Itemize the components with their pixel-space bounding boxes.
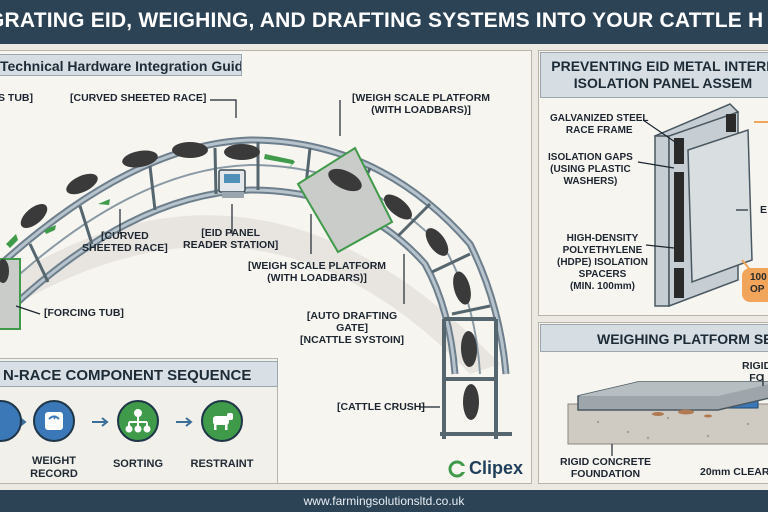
label-forcing-tub: [FORCING TUB] [44,307,124,319]
sorting-step [117,400,159,442]
title-banner: GRATING EID, WEIGHING, AND DRAFTING SYST… [0,0,768,44]
flow-arrows [6,154,295,248]
sequence-label-restraint: RESTRAINT [190,458,254,470]
cow-icon [213,413,233,430]
label-isolation-gaps: ISOLATION GAPS (USING PLASTIC WASHERS) [548,152,633,187]
sorting-icon [125,409,151,433]
isolation-panel-diagram [637,103,768,308]
label-auto-draft: [AUTO DRAFTING GATE] [NCATTLE SYSTOIN] [300,310,405,346]
label-curved-race-mid: [CURVED SHEETED RACE] [82,230,168,254]
weighing-platform-diagram [567,374,768,456]
eid-isolation-header: PREVENTING EID METAL INTERF ISOLATION PA… [540,52,768,98]
cattle-silhouettes [0,142,479,420]
weighing-platform-header: WEIGHING PLATFORM SETU [540,324,768,352]
label-weigh-mid: [WEIGH SCALE PLATFORM (WITH LOADBARS)] [248,260,387,284]
clipex-c-icon [448,460,467,478]
op-callout-text: 100 OP [750,272,767,295]
sequence-panel-header: N-RACE COMPONENT SEQUENCE [0,361,278,387]
scale-icon [45,412,63,430]
label-concrete-foundation: RIGID CONCRETE FOUNDATION [560,456,652,480]
label-cattle-crush: [CATTLE CRUSH] [337,401,425,413]
label-curved-race-top: [CURVED SHEETED RACE] [70,92,207,104]
footer-url[interactable]: www.farmingsolutionsltd.co.uk [0,490,768,512]
weight-record-step [33,400,75,442]
label-eid-reader: [EID PANEL READER STATION] [183,227,279,251]
restraint-step [201,400,243,442]
label-tub-top: S TUB] [0,92,33,104]
label-clearance: 20mm CLEAR [700,466,768,478]
label-rigid-top: RIGID FO [742,360,768,384]
clipex-brand-name: Clipex [469,458,524,478]
op-callout: 100 OP [742,268,768,302]
sequence-label-sorting: SORTING [112,458,164,470]
hdpe-panel [687,128,753,284]
page-title: GRATING EID, WEIGHING, AND DRAFTING SYST… [0,9,764,32]
label-race-frame: GALVANIZED STEEL RACE FRAME [550,113,649,136]
label-hdpe-spacers: HIGH-DENSITY POLYETHYLENE (HDPE) ISOLATI… [557,233,648,292]
label-weigh-top: [WEIGH SCALE PLATFORM (WITH LOADBARS)] [352,92,491,116]
weigh-platform-shape [296,146,394,254]
integration-guide-header: Technical Hardware Integration Guide [0,54,242,76]
sequence-label-weight-record: WEIGHT RECORD [30,455,78,480]
label-e-partial: E [760,204,768,216]
race-diagram [0,99,512,439]
